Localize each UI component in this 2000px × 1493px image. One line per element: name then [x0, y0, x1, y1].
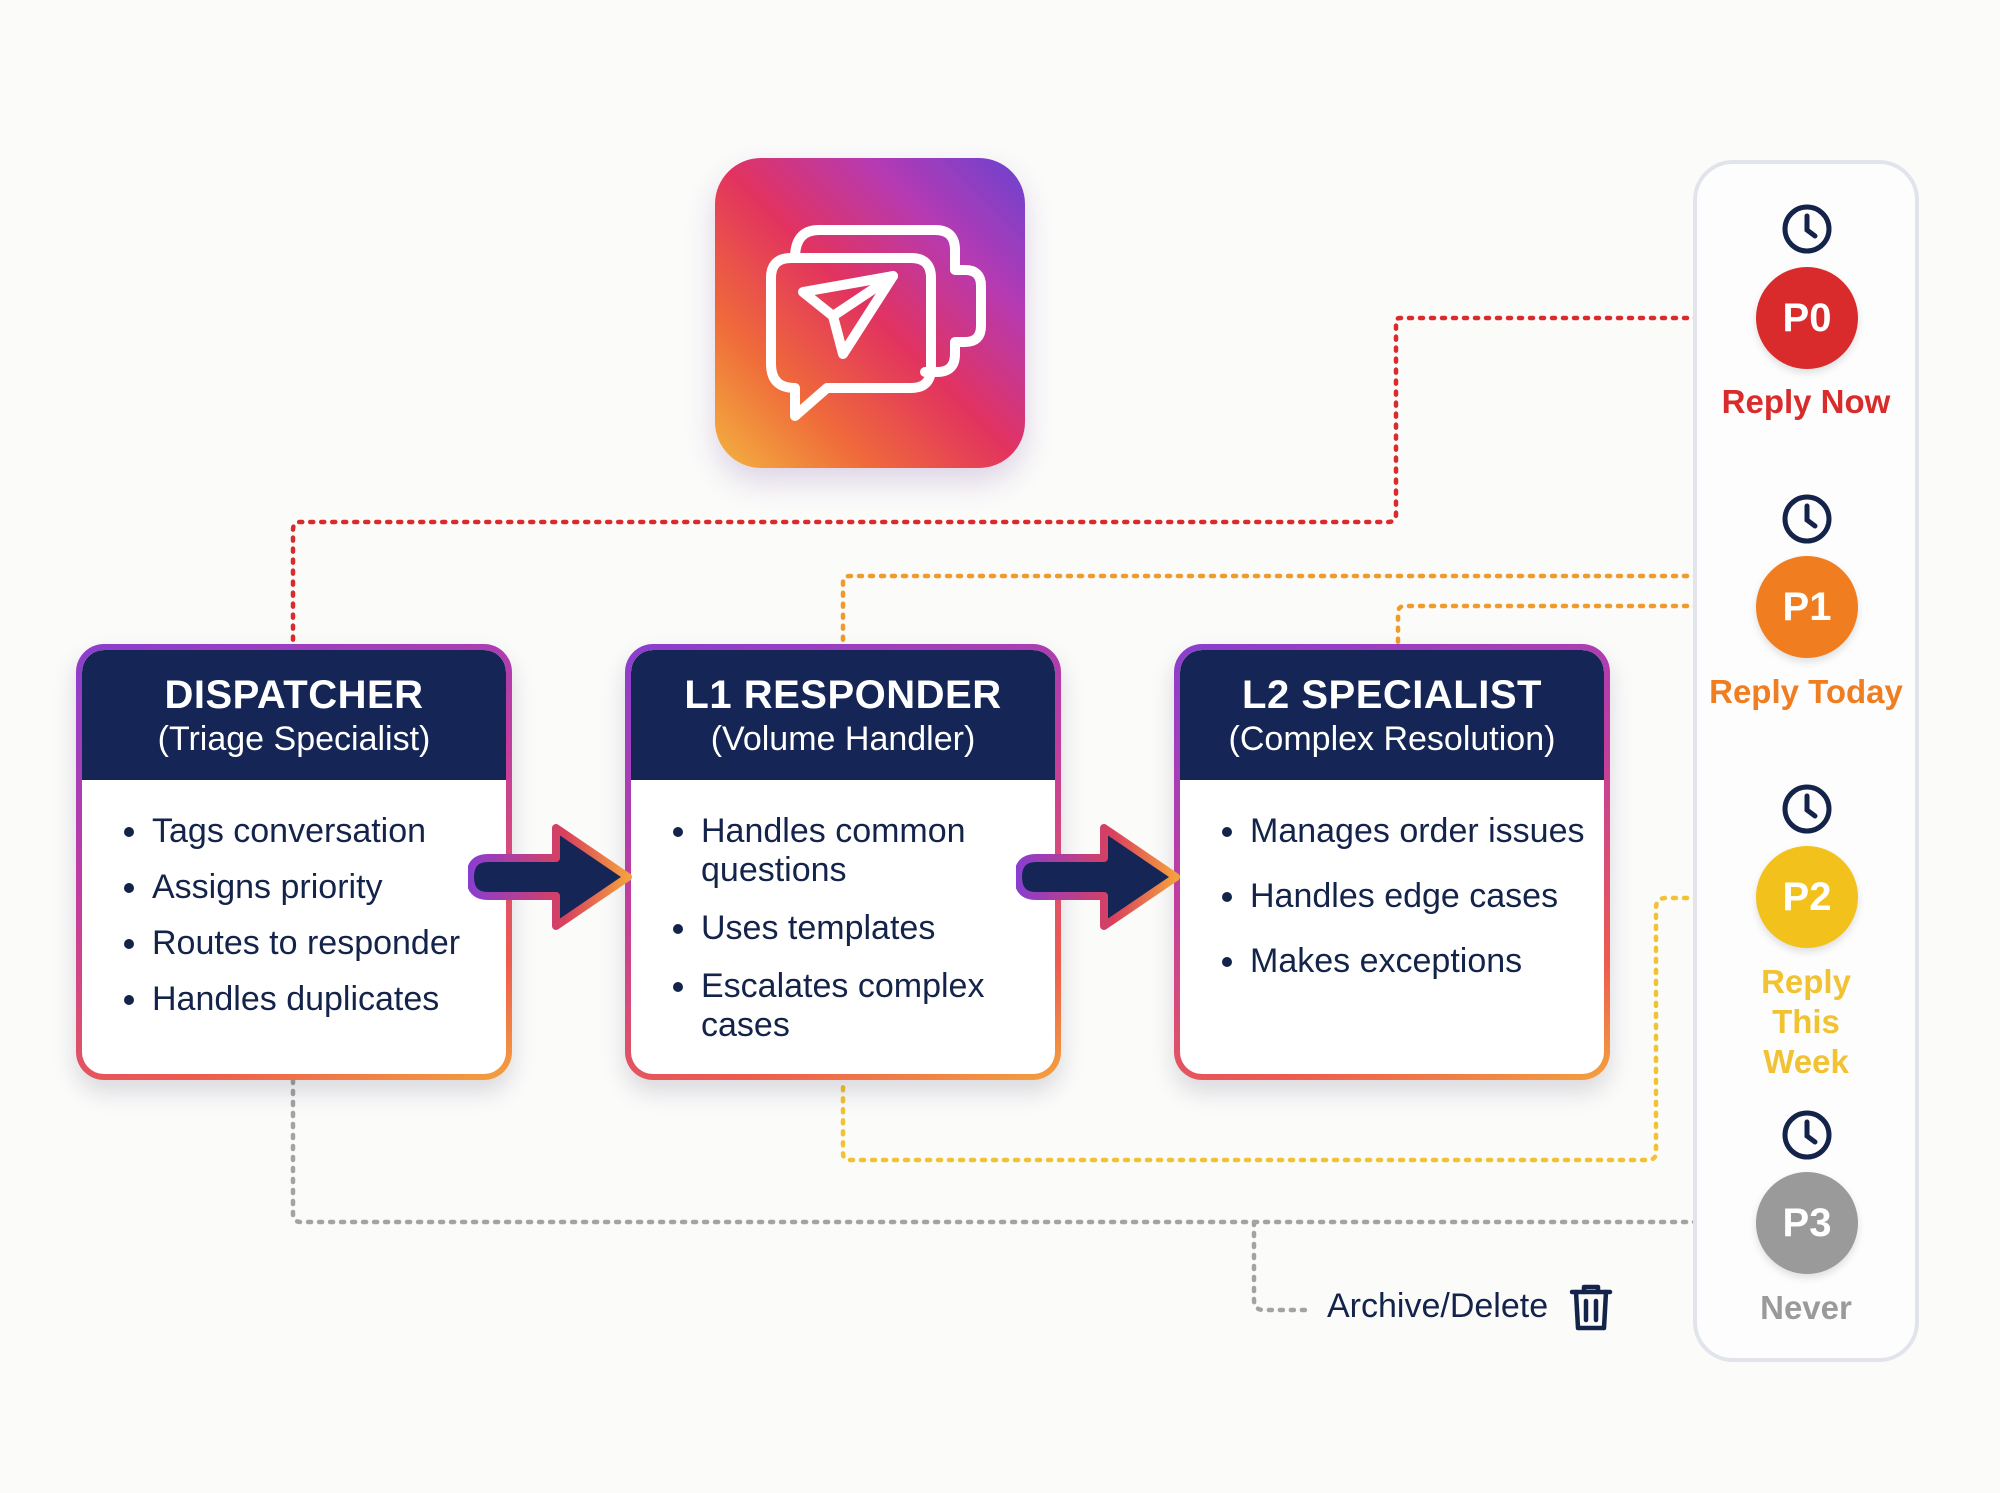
archive-connector: [1251, 1219, 1315, 1313]
card-title: L1 RESPONDER: [684, 673, 1002, 717]
l2-specialist-card: L2 SPECIALIST (Complex Resolution) Manag…: [1174, 644, 1610, 1080]
clock-icon: [1782, 784, 1832, 834]
card-header: L1 RESPONDER (Volume Handler): [631, 650, 1055, 780]
list-item: Routes to responder: [124, 924, 496, 963]
message-send-icon: [766, 225, 986, 421]
p3-label: Never: [1760, 1289, 1852, 1326]
list-item: Handles duplicates: [124, 980, 496, 1019]
card-title: DISPATCHER: [164, 673, 424, 717]
l1-responder-card: L1 RESPONDER (Volume Handler) Handles co…: [625, 644, 1061, 1080]
card-title: L2 SPECIALIST: [1242, 673, 1542, 717]
list-item: Escalates complex cases: [673, 967, 1001, 1045]
p1-connector-l2: [1395, 603, 1745, 647]
clock-icon: [1782, 1110, 1832, 1160]
clock-icon: [1782, 494, 1832, 544]
p1-badge: P1: [1756, 556, 1858, 658]
bullet-list: Manages order issues Handles edge cases …: [1180, 780, 1604, 981]
bullet-list: Tags conversation Assigns priority Route…: [82, 780, 506, 1019]
list-item: Handles common questions: [673, 812, 971, 890]
list-item: Assigns priority: [124, 868, 496, 907]
p1-connector-l1: [840, 573, 1745, 647]
card-header: L2 SPECIALIST (Complex Resolution): [1180, 650, 1604, 780]
app-icon: [715, 158, 1025, 468]
card-subtitle: (Volume Handler): [710, 720, 976, 758]
list-item: Handles edge cases: [1222, 877, 1594, 916]
card-header: DISPATCHER (Triage Specialist): [82, 650, 506, 780]
p0-label: Reply Now: [1721, 383, 1891, 420]
right-arrow-icon: [1016, 824, 1180, 930]
list-item: Makes exceptions: [1222, 942, 1594, 981]
p2-label: Reply This Week: [1761, 963, 1851, 1080]
clock-icon: [1782, 204, 1832, 254]
card-subtitle: (Complex Resolution): [1228, 720, 1556, 758]
p0-badge: P0: [1756, 267, 1858, 369]
bullet-list: Handles common questions Uses templates …: [631, 780, 1055, 1045]
dispatcher-card: DISPATCHER (Triage Specialist) Tags conv…: [76, 644, 512, 1080]
trash-icon: [1569, 1284, 1613, 1331]
p0-connector: [290, 315, 1745, 647]
p1-label: Reply Today: [1709, 673, 1903, 710]
list-item: Tags conversation: [124, 812, 496, 851]
list-item: Manages order issues: [1222, 812, 1594, 851]
p3-connector: [290, 1077, 1745, 1225]
right-arrow-icon: [468, 824, 632, 930]
p2-badge: P2: [1756, 846, 1858, 948]
p2-connector: [840, 895, 1745, 1163]
archive-label: Archive/Delete: [1327, 1287, 1549, 1325]
card-subtitle: (Triage Specialist): [157, 720, 431, 758]
p3-badge: P3: [1756, 1172, 1858, 1274]
list-item: Uses templates: [673, 909, 1015, 948]
